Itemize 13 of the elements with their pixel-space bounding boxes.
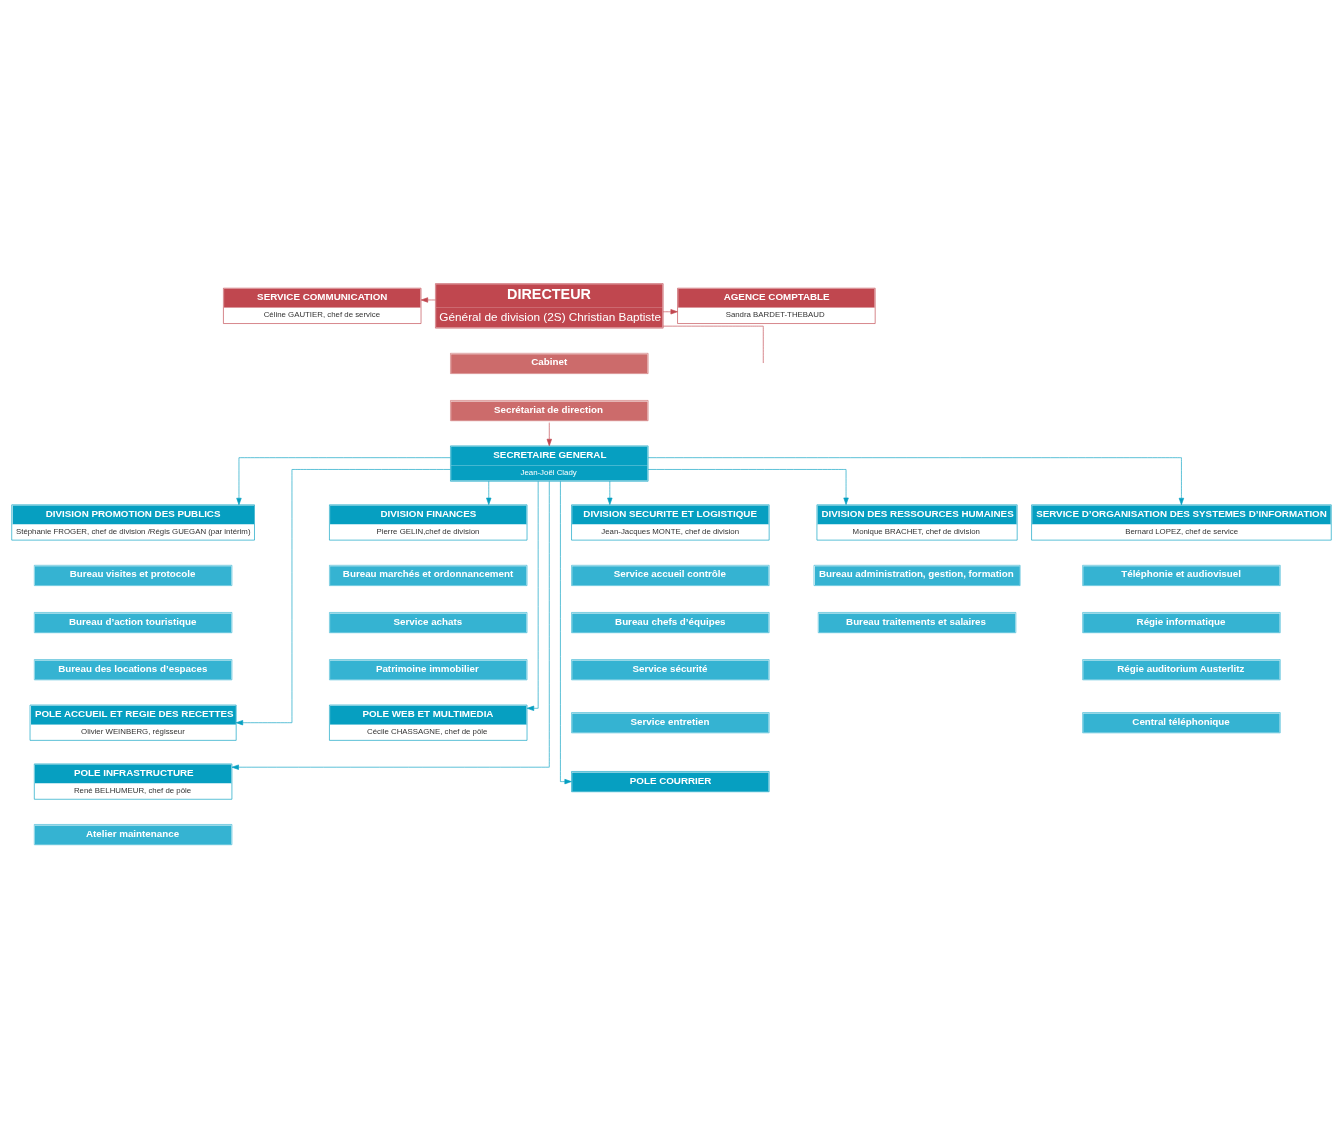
arrow (231, 480, 550, 770)
arrow (420, 296, 436, 303)
arrow (526, 480, 539, 711)
arrow (486, 480, 492, 505)
arrow (235, 468, 451, 725)
arrow (662, 308, 678, 314)
arrow (647, 468, 849, 505)
arrow (607, 480, 613, 505)
arrow (236, 456, 451, 505)
arrow (560, 480, 572, 784)
connector (662, 325, 764, 363)
arrow (546, 421, 552, 446)
arrow (647, 456, 1185, 505)
